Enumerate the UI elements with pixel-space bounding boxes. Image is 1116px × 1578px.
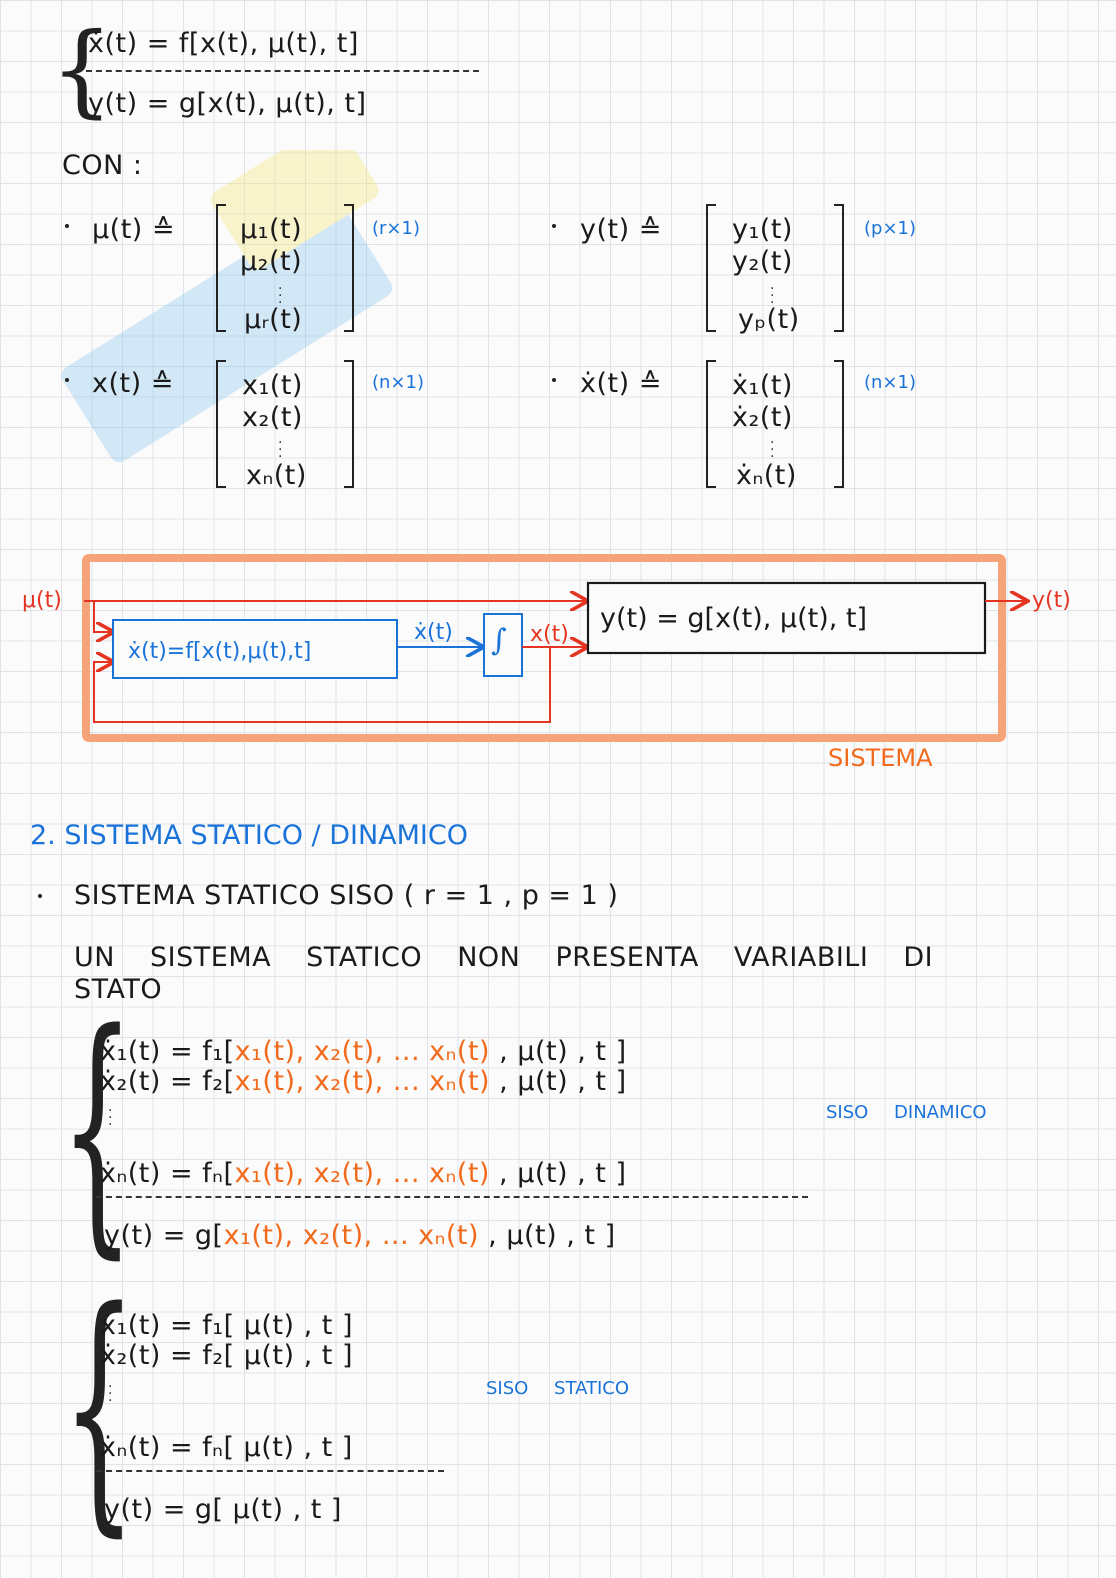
y-item-1: y₁(t) <box>732 214 793 245</box>
bracket-right <box>344 204 354 332</box>
bullet <box>65 224 69 228</box>
dynamic-row-2: ẋ₂(t) = f₂[x₁(t), x₂(t), ... xₙ(t) , μ(t… <box>100 1066 627 1097</box>
block-diagram <box>82 554 1116 742</box>
vertical-dots: . . . <box>770 431 775 461</box>
output-block-text: y(t) = g[x(t), μ(t), t] <box>600 603 868 634</box>
diagram-output-label: y(t) <box>1032 588 1071 613</box>
xdot-label: ẋ(t) <box>414 620 453 645</box>
dynamic-row-n: ẋₙ(t) = fₙ[x₁(t), x₂(t), ... xₙ(t) , μ(t… <box>100 1158 627 1189</box>
bullet <box>552 378 556 382</box>
diagram-input-label: μ(t) <box>22 588 62 613</box>
input-line-state <box>93 601 112 632</box>
xdot-item-2: ẋ₂(t) <box>732 402 793 433</box>
u-item-1: μ₁(t) <box>240 214 303 245</box>
output-equation: y(t) = g[x(t), μ(t), t] <box>88 88 367 119</box>
static-brace: { <box>62 1257 137 1559</box>
bullet <box>38 894 42 898</box>
vertical-dots: . . . <box>278 431 283 461</box>
section-text-line-2: STATO <box>74 974 163 1005</box>
vertical-dots: . . . <box>108 1375 113 1405</box>
y-vector-lhs: y(t) ≙ <box>580 214 662 245</box>
dynamic-output: y(t) = g[x₁(t), x₂(t), ... xₙ(t) , μ(t) … <box>104 1220 616 1251</box>
u-dim: (r×1) <box>372 218 420 239</box>
x-label: x(t) <box>530 622 569 647</box>
x-item-1: x₁(t) <box>242 370 303 401</box>
u-item-r: μᵣ(t) <box>244 304 303 335</box>
bullet <box>552 224 556 228</box>
xdot-item-n: ẋₙ(t) <box>736 460 797 491</box>
system-brace: { <box>50 11 114 128</box>
system-boundary <box>82 554 1006 742</box>
separator <box>96 1470 444 1472</box>
output-block <box>586 581 987 655</box>
separator <box>96 1196 808 1198</box>
static-label: SISO STATICO <box>486 1378 630 1399</box>
dynamic-brace: { <box>60 979 135 1281</box>
section-heading: 2. SISTEMA STATICO / DINAMICO <box>30 820 468 851</box>
bullet <box>65 378 69 382</box>
u-vector-lhs: μ(t) ≙ <box>92 214 176 245</box>
separator <box>86 70 479 72</box>
con-label: CON : <box>62 150 143 181</box>
x-vector-lhs: x(t) ≙ <box>92 368 174 399</box>
static-output: y(t) = g[ μ(t) , t ] <box>104 1494 342 1525</box>
state-block <box>112 619 398 679</box>
integrator-block <box>483 613 523 677</box>
system-label: SISTEMA <box>828 744 933 772</box>
x-item-n: xₙ(t) <box>246 460 307 491</box>
static-row-1: ẋ₁(t) = f₁[ μ(t) , t ] <box>100 1310 353 1341</box>
bracket-right <box>344 360 354 488</box>
y-item-p: yₚ(t) <box>738 304 800 335</box>
y-item-2: y₂(t) <box>732 246 793 277</box>
y-dim: (p×1) <box>864 218 917 239</box>
feedback-line <box>93 648 551 723</box>
bracket-right <box>834 360 844 488</box>
xdot-item-1: ẋ₁(t) <box>732 370 793 401</box>
section-bullet-text: SISTEMA STATICO SISO ( r = 1 , p = 1 ) <box>74 880 619 911</box>
integrator-symbol: ∫ <box>491 623 507 658</box>
bracket-left <box>216 360 226 488</box>
section-text-line-1: UN SISTEMA STATICO NON PRESENTA VARIABIL… <box>74 942 934 973</box>
bracket-right <box>834 204 844 332</box>
x-item-2: x₂(t) <box>242 402 303 433</box>
x-dim: (n×1) <box>372 372 424 393</box>
xdot-vector-lhs: ẋ(t) ≙ <box>580 368 662 399</box>
xdot-dim: (n×1) <box>864 372 916 393</box>
dynamic-label: SISO DINAMICO <box>826 1102 987 1123</box>
bracket-left <box>216 204 226 332</box>
vertical-dots: . . . <box>278 277 283 307</box>
vertical-dots: . . . <box>770 277 775 307</box>
dynamic-row-1: ẋ₁(t) = f₁[x₁(t), x₂(t), ... xₙ(t) , μ(t… <box>100 1036 627 1067</box>
bracket-left <box>706 204 716 332</box>
state-block-text: ẋ(t)=f[x(t),μ(t),t] <box>128 639 312 664</box>
u-item-2: μ₂(t) <box>240 246 303 277</box>
state-equation: ẋ(t) = f[x(t), μ(t), t] <box>88 28 359 59</box>
static-row-n: ẋₙ(t) = fₙ[ μ(t) , t ] <box>100 1432 353 1463</box>
static-row-2: ẋ₂(t) = f₂[ μ(t) , t ] <box>100 1340 353 1371</box>
vertical-dots: . . . <box>108 1099 113 1129</box>
bracket-left <box>706 360 716 488</box>
